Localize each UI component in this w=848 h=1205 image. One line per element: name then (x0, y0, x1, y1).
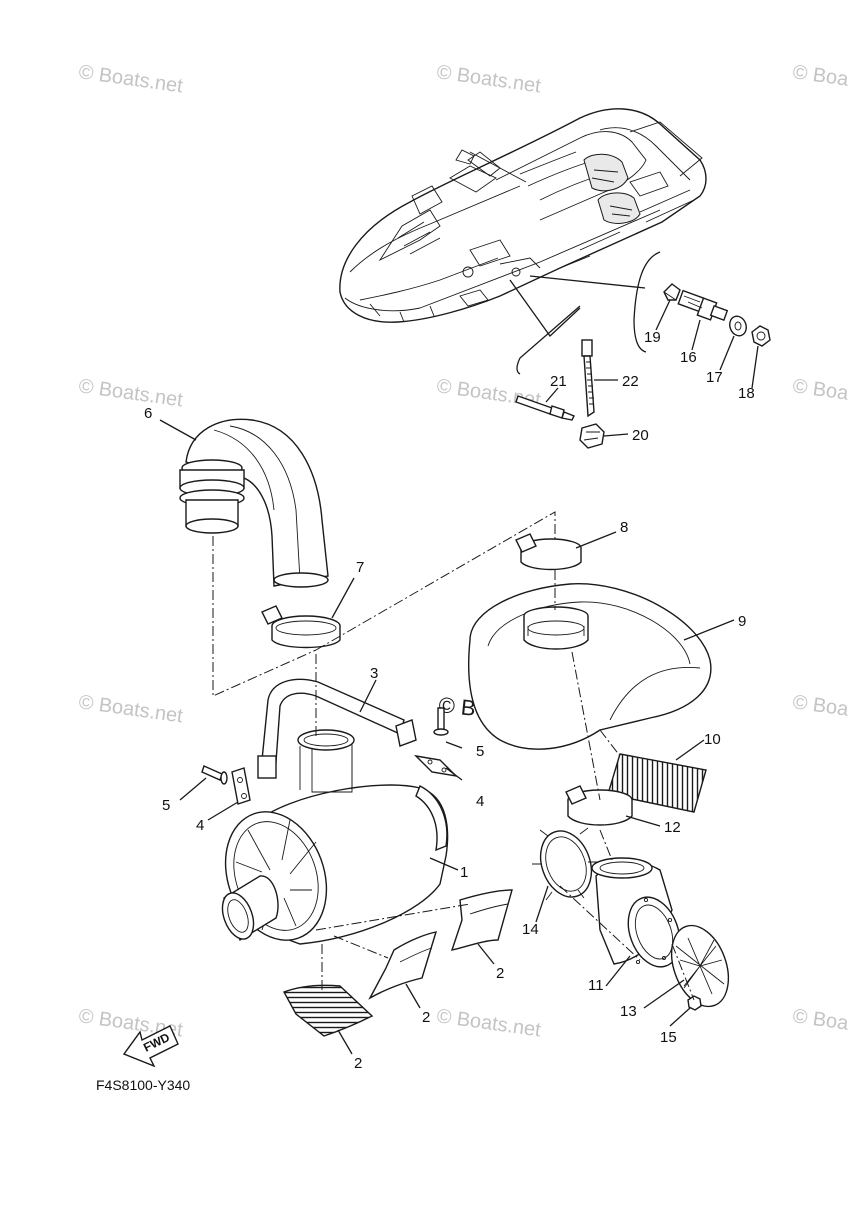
watermark: © Boats.net (435, 1005, 542, 1041)
part-1-water-box (221, 729, 449, 945)
part-14-ring (532, 827, 598, 901)
callout-4: 4 (196, 817, 204, 834)
callout-5: 5 (162, 797, 170, 814)
craft-leader-lines (509, 251, 661, 375)
callout-2: 2 (496, 965, 504, 982)
part-6-elbow-hose (179, 418, 329, 588)
callout-4: 4 (476, 793, 484, 810)
watermark: © Boats.net (435, 61, 542, 97)
part-8-hose-clamp (515, 533, 582, 571)
watercraft-illustration (339, 108, 707, 323)
part-7-hose-clamp (261, 605, 341, 649)
part-4-bracket-right (413, 754, 459, 778)
callout-5: 5 (476, 743, 484, 760)
assembly-lines (212, 511, 695, 1001)
part-11-outlet-pipe (591, 857, 681, 968)
callout-13: 13 (620, 1003, 637, 1020)
callout-12: 12 (664, 819, 681, 836)
part-2-pad-ribbed (282, 984, 374, 1037)
watermark: © Boats.net (791, 691, 848, 727)
watermark: © Boats.net (77, 61, 184, 97)
part-3-strap (257, 678, 417, 779)
part-15-nut (687, 995, 702, 1011)
part-9-tank (468, 583, 712, 750)
callout-21: 21 (550, 373, 567, 390)
callout-1: 1 (460, 864, 468, 881)
part-5-rivet-left (201, 765, 228, 785)
part-5-rivet-right (433, 707, 449, 736)
part-10-pad (607, 753, 707, 813)
callout-19: 19 (644, 329, 661, 346)
callout-18: 18 (738, 385, 755, 402)
callout-17: 17 (706, 369, 723, 386)
part-2-pad-right (450, 889, 513, 951)
callout-leaders (159, 299, 759, 1055)
callout-3: 3 (370, 665, 378, 682)
callout-6: 6 (144, 405, 152, 422)
watermark: © Boats.net (791, 375, 848, 411)
part-17-washer (729, 315, 747, 337)
callout-15: 15 (660, 1029, 677, 1046)
callout-2: 2 (422, 1009, 430, 1026)
callout-2: 2 (354, 1055, 362, 1072)
part-22-cable-tie (581, 339, 595, 418)
diagram-code: F4S8100-Y340 (96, 1077, 190, 1093)
watermark: © Boats.net (77, 375, 184, 411)
callout-20: 20 (632, 427, 649, 444)
part-13-grate (670, 924, 730, 1008)
callout-10: 10 (704, 731, 721, 748)
watermark: © Boats.net (77, 691, 184, 727)
callout-7: 7 (356, 559, 364, 576)
part-18-nut (751, 325, 771, 347)
watermark: © Boats.net (791, 1005, 848, 1041)
callout-9: 9 (738, 613, 746, 630)
callout-14: 14 (522, 921, 539, 938)
watermark: © Boats.net (791, 61, 848, 97)
part-16-fitting (677, 289, 729, 321)
part-21-pin (515, 395, 575, 421)
part-19-clip (663, 283, 681, 301)
part-2-pad-middle (368, 931, 438, 1000)
callout-16: 16 (680, 349, 697, 366)
callout-8: 8 (620, 519, 628, 536)
part-4-bracket-left (231, 767, 251, 805)
callout-22: 22 (622, 373, 639, 390)
callout-11: 11 (588, 977, 604, 994)
callout-numbers: 1 2 2 2 3 4 4 5 5 6 7 8 9 10 11 12 13 14… (144, 329, 755, 1072)
part-20-clamp (579, 423, 605, 449)
